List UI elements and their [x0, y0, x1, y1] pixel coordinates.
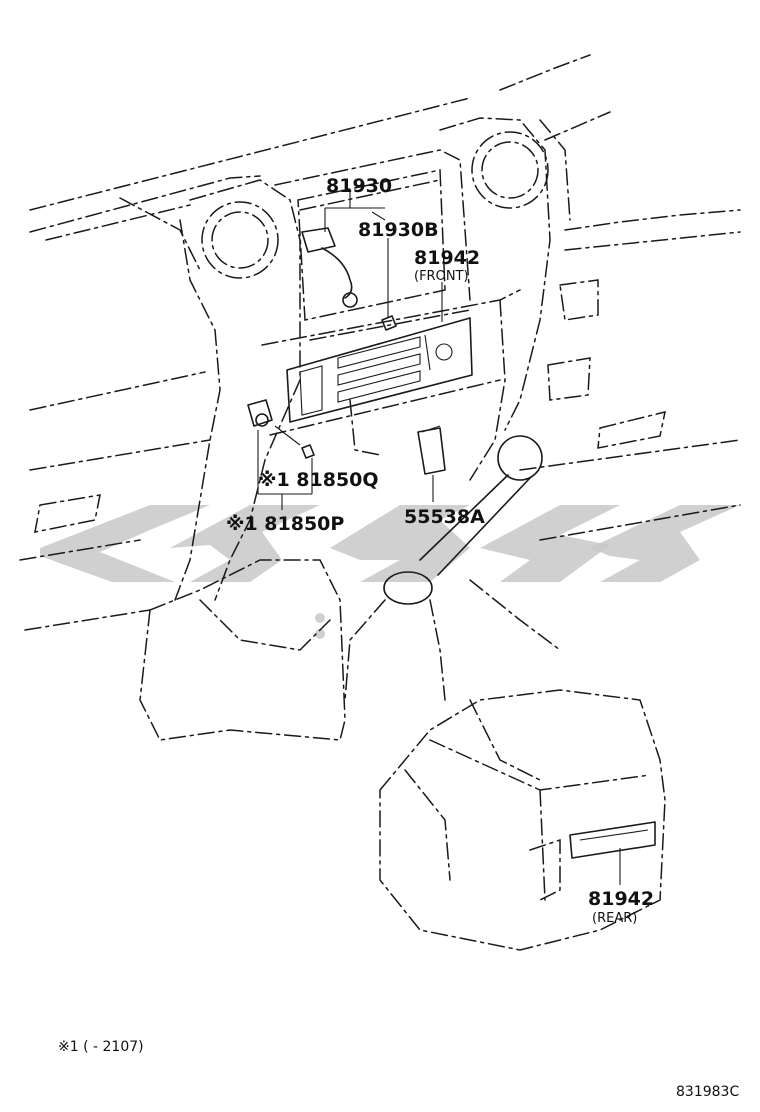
label-81942-rear: 81942 — [588, 888, 654, 910]
label-rear: (REAR) — [592, 911, 637, 926]
dashboard-outline — [19, 54, 741, 651]
label-81942-front: 81942 — [414, 247, 480, 269]
label-81850q: ※1 81850Q — [258, 469, 379, 491]
part-81850-switch — [247, 399, 315, 459]
footnote: ※1 ( - 2107) — [58, 1039, 144, 1055]
leader-lines — [257, 192, 621, 885]
label-81930b: 81930B — [358, 219, 439, 241]
label-55538a: 55538A — [404, 506, 485, 528]
part-81930-connector — [301, 227, 358, 308]
heater-control-panel — [286, 317, 473, 423]
part-55538a-cover — [417, 425, 446, 475]
watermark-logo — [40, 505, 740, 639]
part-81930b-bulb — [381, 315, 397, 331]
rear-console — [379, 689, 666, 951]
label-81850p: ※1 81850P — [226, 513, 344, 535]
label-81930: 81930 — [326, 175, 392, 197]
diagram-code: 831983C — [676, 1084, 739, 1100]
gear-shifter — [139, 435, 543, 741]
label-front: (FRONT) — [414, 269, 469, 284]
